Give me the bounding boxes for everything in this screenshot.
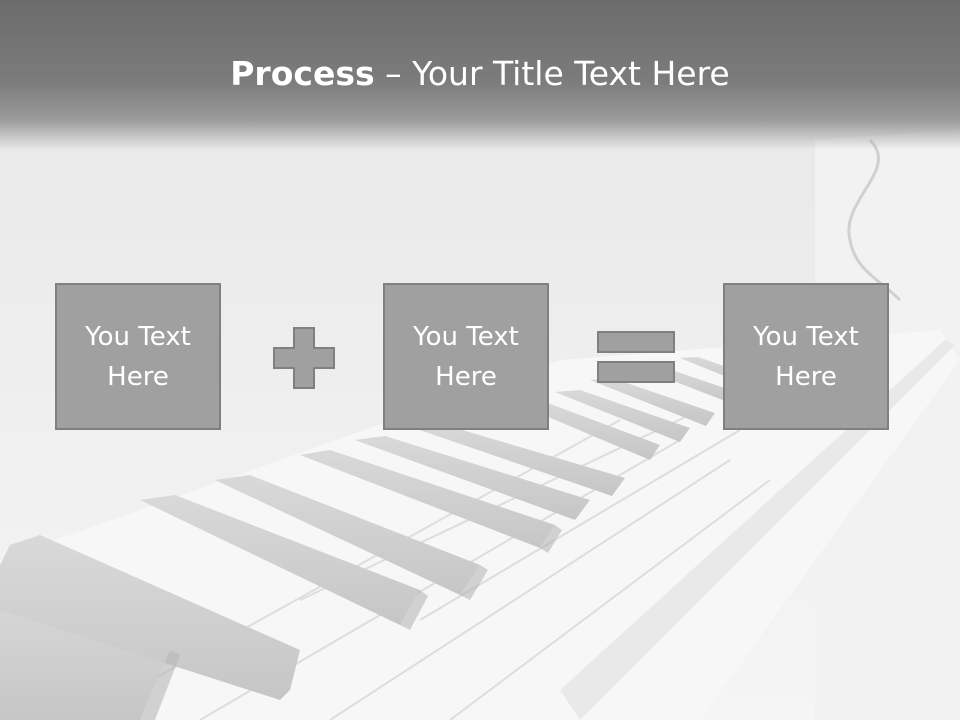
process-box-1-label: You Text Here <box>85 321 191 392</box>
process-box-1[interactable]: You Text Here <box>55 283 221 430</box>
title-rest-text: – Your Title Text Here <box>374 54 730 93</box>
title-bar <box>0 0 960 150</box>
title-bold-text: Process <box>230 54 375 93</box>
plus-icon <box>273 327 335 389</box>
process-box-2-label: You Text Here <box>413 321 519 392</box>
slide-title: Process – Your Title Text Here <box>0 52 960 96</box>
process-box-3-label: You Text Here <box>753 321 859 392</box>
equals-icon <box>597 331 675 383</box>
process-box-2[interactable]: You Text Here <box>383 283 549 430</box>
process-box-3[interactable]: You Text Here <box>723 283 889 430</box>
